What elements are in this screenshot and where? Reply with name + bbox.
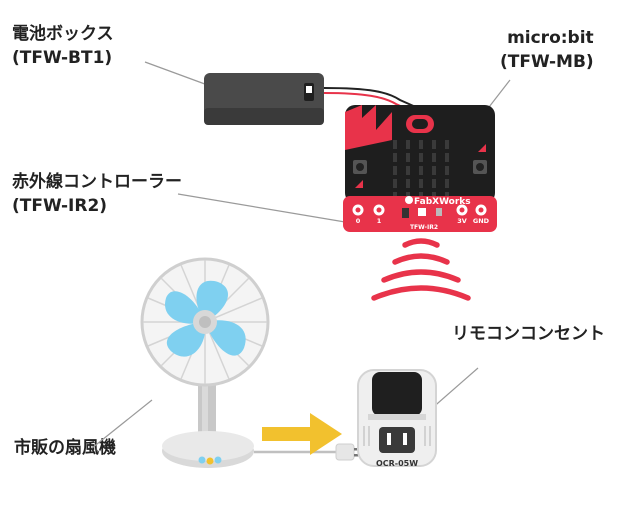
- leader-line-fan: [91, 399, 153, 449]
- fan-plug: [335, 443, 355, 461]
- battery-cable-red: [323, 92, 415, 113]
- pin-label-3v: 3V: [457, 217, 467, 225]
- microbit-logo-inner: [412, 119, 428, 129]
- fan-blade-3: [166, 322, 206, 357]
- microbit-b-mark: [478, 144, 486, 152]
- board-brand: FabXWorks: [414, 197, 471, 207]
- ir-controller-label: 赤外線コントローラー (TFW-IR2): [12, 170, 182, 218]
- microbit-red-pattern: [345, 105, 392, 150]
- outlet-socket: [379, 427, 415, 453]
- microbit-button-a-cap: [356, 163, 364, 171]
- board-model: TFW-IR2: [410, 224, 438, 231]
- leader-line-ir: [177, 193, 346, 223]
- outlet-socket-slot-1: [387, 433, 391, 445]
- battery-bottom: [204, 108, 324, 125]
- brand-logo-dot: [405, 196, 413, 204]
- ir-wave-3: [381, 269, 461, 283]
- microbit-board: [345, 105, 495, 203]
- outlet-model: OCR-05W: [376, 459, 418, 468]
- ir-controller-model: (TFW-IR2): [12, 196, 108, 216]
- fan-button-3: [214, 456, 222, 464]
- remote-outlet-label: リモコンコンセント: [452, 322, 605, 346]
- battery-switch-knob: [306, 86, 312, 93]
- ir-waves: [371, 238, 471, 301]
- battery-label: 電池ボックス (TFW-BT1): [12, 22, 114, 70]
- microbit-label: micro:bit (TFW-MB): [500, 26, 594, 74]
- outlet-vents: [363, 426, 431, 446]
- pin-label-gnd: GND: [473, 217, 490, 225]
- fan-blade-2: [205, 320, 246, 356]
- microbit-led-matrix: [393, 140, 449, 199]
- ir-led-right: [436, 208, 442, 216]
- fan-name: 市販の扇風機: [14, 438, 116, 458]
- pin-label-0: 0: [356, 217, 361, 225]
- ir-controller-board: FabXWorks TFW-IR2 0 1 3V GND: [343, 196, 497, 232]
- fan-illustration: [140, 257, 270, 468]
- microbit-a-mark: [355, 180, 363, 188]
- ir-led-center: [418, 208, 426, 216]
- microbit-button-b-cap: [476, 163, 484, 171]
- ir-wave-1: [402, 238, 440, 248]
- battery-model: (TFW-BT1): [12, 48, 113, 68]
- fan-label: 市販の扇風機: [14, 436, 116, 460]
- pin-label-1: 1: [377, 217, 382, 225]
- ir-led-left: [402, 208, 409, 218]
- fan-button-1: [198, 456, 206, 464]
- ir-wave-4: [371, 285, 471, 301]
- connection-arrow: [262, 413, 342, 455]
- fan-button-2: [206, 457, 214, 465]
- battery-cable-black: [323, 87, 419, 109]
- leader-line-outlet: [429, 367, 479, 411]
- ir-wave-2: [392, 253, 450, 265]
- microbit-name: micro:bit: [507, 28, 594, 48]
- outlet-receiver: [372, 372, 422, 416]
- microbit-model: (TFW-MB): [500, 52, 594, 72]
- remote-outlet: OCR-05W: [357, 369, 437, 468]
- battery-name: 電池ボックス: [12, 24, 114, 44]
- ir-controller-name: 赤外線コントローラー: [12, 172, 182, 192]
- battery-box: [204, 73, 324, 125]
- outlet-socket-slot-2: [403, 433, 407, 445]
- remote-outlet-name: リモコンコンセント: [452, 324, 605, 344]
